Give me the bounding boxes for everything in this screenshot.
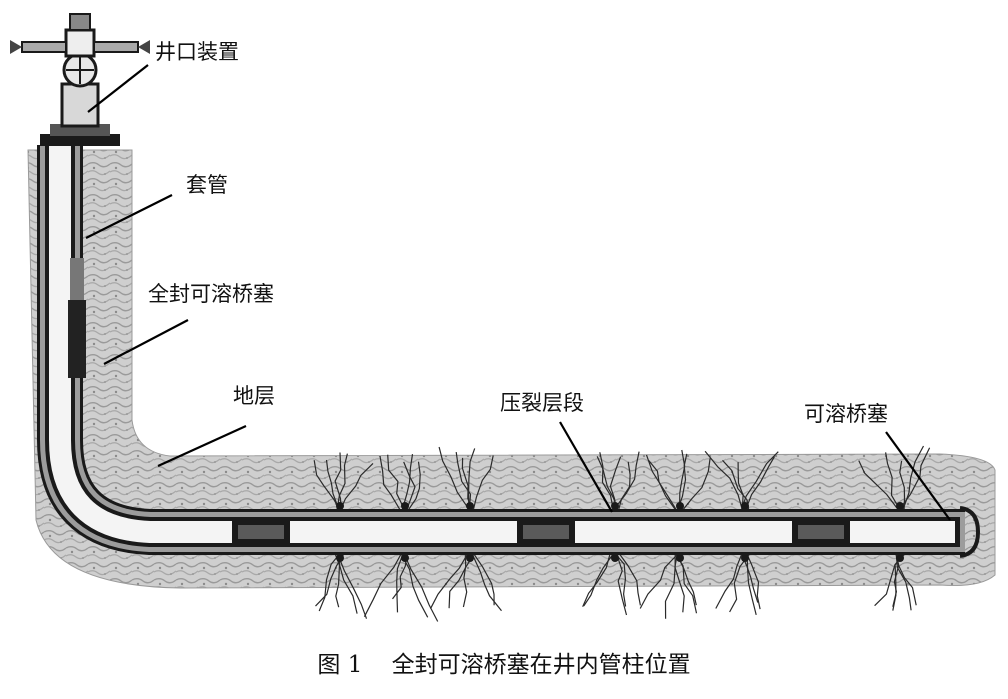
fracture-line (438, 446, 470, 511)
fracture-line (583, 553, 614, 607)
leader-formation (157, 424, 247, 468)
full-seal-plug-body (68, 300, 86, 378)
perforation-mark (336, 502, 344, 510)
horizontal-plug-2 (517, 520, 575, 544)
leader-full-seal-plug (103, 319, 189, 365)
caption-figure-number: 图 1 (317, 652, 363, 678)
fracture-line (615, 553, 627, 607)
figure-caption: 图 1 全封可溶桥塞在井内管柱位置 (0, 645, 1008, 679)
fracture-line (645, 454, 677, 511)
fracture-line (745, 456, 776, 511)
formation-rock (27, 149, 996, 589)
fracture-line (403, 553, 439, 622)
perforation-mark (611, 554, 619, 562)
fracture-line (448, 553, 475, 609)
fracture-line (599, 452, 614, 511)
fracture-line (339, 462, 374, 511)
fracture-line (379, 456, 401, 511)
full-seal-plug-upper (70, 258, 84, 300)
fracture-clusters (313, 445, 931, 622)
fracture-line (313, 460, 341, 511)
fracture-line (462, 553, 468, 608)
perforation-mark (741, 554, 749, 562)
fracture-line (337, 553, 368, 619)
fracture-line (400, 553, 429, 618)
perforation-mark (466, 554, 474, 562)
fracture-line (715, 553, 743, 609)
perforation-mark (466, 502, 474, 510)
fracture-line (740, 451, 779, 511)
fracture-line (746, 553, 761, 610)
perforation-mark (676, 502, 684, 510)
fracture-line (401, 454, 414, 511)
label-frac-stage: 压裂层段 (500, 391, 584, 415)
fracture-line (885, 452, 901, 511)
wellhead-assembly (10, 13, 150, 146)
fracture-line (467, 448, 476, 511)
fracture-line (682, 458, 711, 511)
fracture-line (473, 553, 495, 606)
leader-wellhead (87, 64, 149, 113)
perforation-mark (896, 502, 904, 510)
leader-frac-stage (559, 421, 613, 513)
casing-pipe (37, 145, 981, 558)
fracture-line (325, 459, 340, 511)
perforation-mark (741, 502, 749, 510)
fracture-line (858, 460, 899, 511)
fracture-line (679, 449, 686, 511)
fracture-line (639, 553, 679, 609)
fracture-line (407, 461, 421, 511)
fracture-line (315, 553, 345, 607)
caption-title: 全封可溶桥塞在井内管柱位置 (391, 652, 691, 678)
fracture-line (582, 553, 611, 608)
perforation-mark (336, 554, 344, 562)
label-dissolvable-plug: 可溶桥塞 (804, 402, 888, 426)
leader-casing (85, 194, 173, 239)
fracture-line (737, 462, 744, 511)
fracture-line (363, 553, 402, 617)
fracture-line (336, 453, 348, 511)
fracture-line (387, 454, 406, 511)
leader-lines (85, 64, 951, 521)
fracture-line (898, 447, 931, 511)
perforation-mark (401, 554, 409, 562)
fracture-line (429, 553, 469, 609)
fracture-line (472, 455, 494, 511)
fracture-line (334, 553, 358, 614)
fracture-line (674, 553, 685, 613)
perforation-mark (611, 502, 619, 510)
fracture-line (318, 553, 340, 612)
perforation-mark (401, 502, 409, 510)
label-full-seal-plug: 全封可溶桥塞 (148, 282, 274, 306)
fracture-line (455, 452, 472, 511)
fracture-line (895, 553, 912, 611)
label-casing: 套管 (186, 173, 228, 197)
perforation-mark (896, 554, 904, 562)
horizontal-plug-3 (792, 520, 850, 544)
perforation-mark (676, 554, 684, 562)
fracture-line (704, 450, 743, 511)
label-wellhead: 井口装置 (155, 40, 239, 64)
fracture-line (740, 553, 759, 603)
fracture-line (619, 553, 641, 606)
fracture-line (471, 553, 502, 612)
fracture-line (396, 553, 404, 613)
fracture-line (729, 553, 750, 613)
fracture-line (746, 553, 757, 616)
fracture-line (616, 553, 628, 616)
horizontal-plug-1 (232, 520, 290, 544)
fracture-line (613, 451, 640, 511)
label-formation: 地层 (233, 384, 275, 408)
fracture-line (677, 453, 688, 511)
fracture-line (403, 461, 416, 511)
fracture-line (895, 553, 917, 606)
leader-dissolvable-plug (885, 431, 951, 521)
